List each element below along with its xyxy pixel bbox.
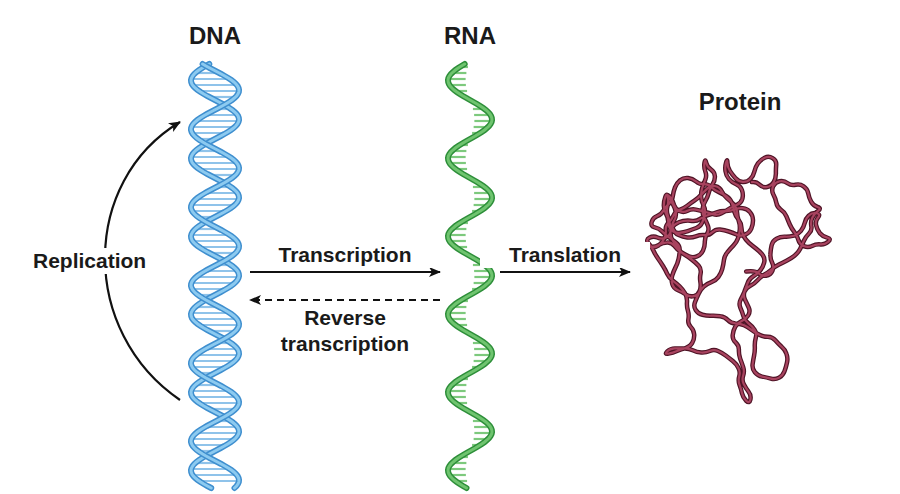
- node-illustration: [180, 22, 250, 492]
- node-illustration: [630, 88, 850, 418]
- edge-label: Replication: [30, 248, 149, 274]
- rna-strand: [448, 64, 492, 488]
- reverse-transcription-arrow: [250, 299, 440, 301]
- translation-arrow: [500, 271, 630, 273]
- dna-node: DNA: [180, 22, 250, 492]
- dna-helix: [191, 64, 239, 488]
- node-title: DNA: [189, 22, 241, 50]
- edge-label: Reverse transcription: [258, 305, 433, 358]
- protein-fold: [647, 157, 830, 402]
- edge-label: Transcription: [250, 242, 440, 268]
- transcription-arrow: [250, 271, 440, 273]
- edge-label: Translation: [480, 242, 650, 268]
- protein-node: Protein: [630, 88, 850, 418]
- node-title: Protein: [699, 88, 782, 116]
- node-title: RNA: [444, 22, 496, 50]
